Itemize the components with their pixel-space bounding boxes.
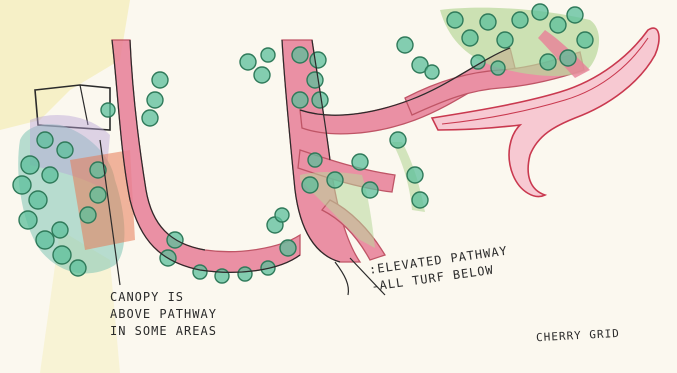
canopy-annotation: CANOPY IS ABOVE PATHWAY IN SOME AREAS xyxy=(110,289,217,340)
canopy-line-1: CANOPY IS xyxy=(110,289,217,306)
canopy-line-2: ABOVE PATHWAY xyxy=(110,306,217,323)
canopy-line-3: IN SOME AREAS xyxy=(110,323,217,340)
